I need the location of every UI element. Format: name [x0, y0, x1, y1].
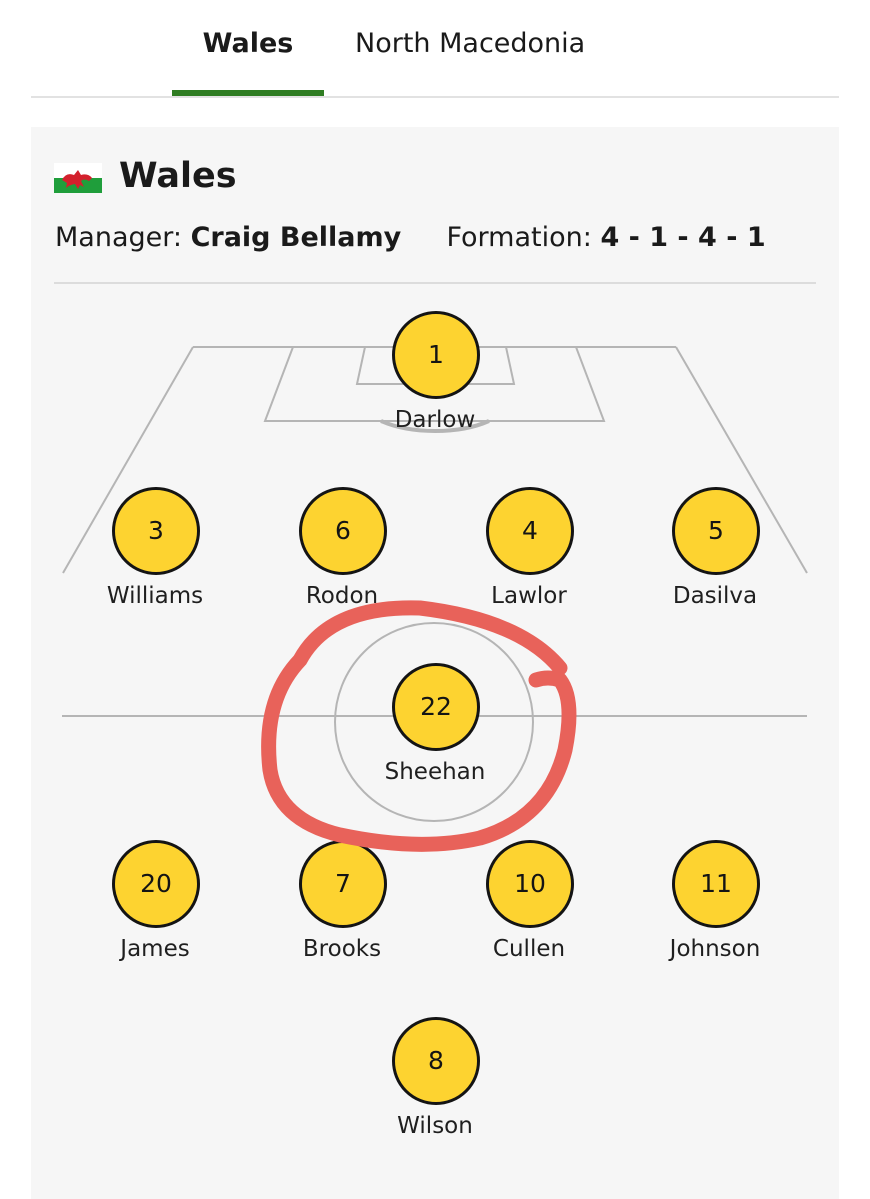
- lineup-panel: Wales Manager: Craig Bellamy Formation: …: [31, 127, 839, 1199]
- divider: [54, 282, 816, 284]
- formation-value: 4 - 1 - 4 - 1: [600, 222, 766, 253]
- shirt-number[interactable]: 8: [392, 1017, 480, 1105]
- player-name: Cullen: [492, 936, 566, 962]
- player-name: Lawlor: [491, 583, 567, 609]
- shirt-number[interactable]: 7: [299, 840, 387, 928]
- penalty-area: [263, 346, 606, 422]
- shirt-number[interactable]: 3: [112, 487, 200, 575]
- shirt-number[interactable]: 5: [672, 487, 760, 575]
- shirt-number[interactable]: 10: [486, 840, 574, 928]
- shirt-number[interactable]: 4: [486, 487, 574, 575]
- active-tab-indicator: [172, 90, 324, 96]
- player-name: James: [120, 936, 190, 962]
- tab-north-macedonia[interactable]: North Macedonia: [355, 28, 586, 59]
- player-name: Williams: [106, 583, 204, 609]
- right-touchline: [675, 346, 808, 574]
- team-meta: Manager: Craig Bellamy Formation: 4 - 1 …: [55, 219, 766, 257]
- player-name: Dasilva: [672, 583, 758, 609]
- manager-label: Manager:: [55, 222, 182, 253]
- player-name: Wilson: [397, 1113, 473, 1139]
- team-name: Wales: [119, 156, 237, 196]
- manager-name: Craig Bellamy: [190, 222, 402, 253]
- formation-label: Formation:: [446, 222, 592, 253]
- player-name: Rodon: [305, 583, 379, 609]
- player-name: Darlow: [394, 407, 476, 433]
- player-name: Brooks: [302, 936, 382, 962]
- shirt-number[interactable]: 6: [299, 487, 387, 575]
- wales-flag-icon: [54, 163, 102, 193]
- left-touchline: [62, 346, 194, 574]
- shirt-number[interactable]: 11: [672, 840, 760, 928]
- shirt-number[interactable]: 22: [392, 663, 480, 751]
- player-name: Johnson: [669, 936, 761, 962]
- shirt-number[interactable]: 1: [392, 311, 480, 399]
- shirt-number[interactable]: 20: [112, 840, 200, 928]
- player-name: Sheehan: [384, 759, 486, 785]
- penalty-arc: [380, 419, 490, 433]
- tab-wales[interactable]: Wales: [202, 28, 294, 59]
- team-tabs: [31, 0, 839, 98]
